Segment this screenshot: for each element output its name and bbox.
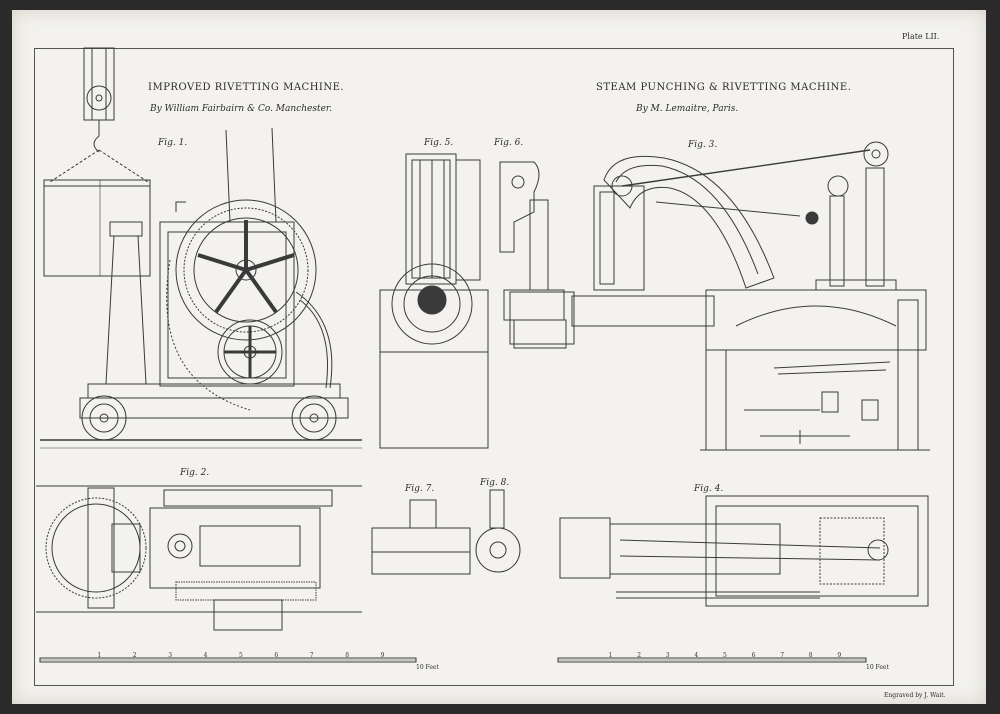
- scale-tick-label: 8: [345, 652, 350, 659]
- scale-tick-label: 4: [694, 652, 699, 659]
- scale-tick-label: 1: [97, 652, 102, 659]
- fig-5-label: Fig. 5.: [424, 138, 454, 148]
- scale-tick-label: 4: [203, 652, 208, 659]
- scale-tick-label: 7: [780, 652, 785, 659]
- plate-number: Plate LII.: [902, 32, 940, 41]
- right-byline: By M. Lemaitre, Paris.: [636, 104, 739, 114]
- fig-4-label: Fig. 4.: [694, 484, 724, 494]
- left-byline: By William Fairbairn & Co. Manchester.: [150, 104, 333, 114]
- fig-1-drawing: [40, 48, 362, 440]
- scale-tick-label: 3: [665, 652, 670, 659]
- scale-tick-label: 2: [637, 652, 642, 659]
- scale-tick-label: 5: [239, 652, 243, 659]
- left-scale-unit: 10 Feet: [416, 664, 439, 671]
- fig-7-drawing: [372, 500, 470, 574]
- scale-tick-label: 3: [168, 652, 173, 659]
- fig-3-drawing: [510, 142, 930, 450]
- right-scale-bar: [558, 658, 866, 662]
- scale-tick-label: 5: [723, 652, 727, 659]
- fig-6-drawing: [500, 162, 566, 348]
- right-scale-unit: 10 Feet: [866, 664, 889, 671]
- scale-tick-label: 1: [608, 652, 613, 659]
- fig-3-label: Fig. 3.: [688, 140, 718, 150]
- fig-8-drawing: [476, 490, 520, 572]
- right-title: STEAM PUNCHING & RIVETTING MACHINE.: [596, 82, 852, 93]
- scale-tick-label: 9: [837, 652, 842, 659]
- plate-border: [34, 48, 954, 686]
- scale-tick-label: 6: [751, 652, 756, 659]
- fig-2-label: Fig. 2.: [180, 468, 210, 478]
- scale-tick-label: 8: [808, 652, 813, 659]
- fig-6-label: Fig. 6.: [494, 138, 524, 148]
- fig-1-label: Fig. 1.: [158, 138, 188, 148]
- fig-2-drawing: [36, 486, 362, 630]
- fig-5-drawing: [380, 154, 488, 448]
- fig-4-drawing: [560, 496, 928, 606]
- engraver-credit: Engraved by J. Wait.: [884, 692, 946, 699]
- scale-tick-label: 7: [309, 652, 314, 659]
- scale-tick-label: 6: [274, 652, 279, 659]
- left-title: IMPROVED RIVETTING MACHINE.: [148, 82, 345, 93]
- scale-tick-label: 9: [380, 652, 385, 659]
- left-scale-bar: [40, 658, 416, 662]
- scale-tick-label: 2: [132, 652, 137, 659]
- fig-8-label: Fig. 8.: [480, 478, 510, 488]
- fig-7-label: Fig. 7.: [405, 484, 435, 494]
